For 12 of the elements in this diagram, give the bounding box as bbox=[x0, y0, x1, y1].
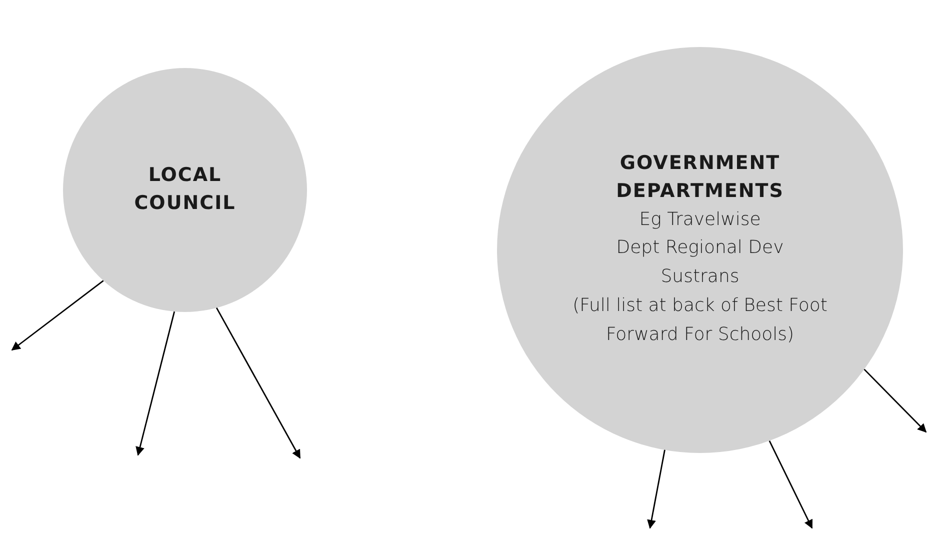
arrow bbox=[864, 368, 927, 433]
node-text: Eg Travelwise bbox=[639, 208, 761, 232]
node-heading: GOVERNMENT DEPARTMENTS bbox=[615, 151, 785, 204]
node-text: (Full list at back of Best Foot Forward For Schools) bbox=[572, 294, 828, 347]
arrow bbox=[647, 450, 666, 529]
node-heading: LOCAL COUNCIL bbox=[133, 163, 237, 216]
node-text: Dept Regional Dev bbox=[616, 236, 784, 260]
arrow bbox=[11, 280, 104, 351]
arrow bbox=[136, 311, 176, 456]
arrow bbox=[768, 440, 813, 529]
node-text: Sustrans bbox=[660, 265, 740, 290]
arrow bbox=[216, 308, 301, 459]
